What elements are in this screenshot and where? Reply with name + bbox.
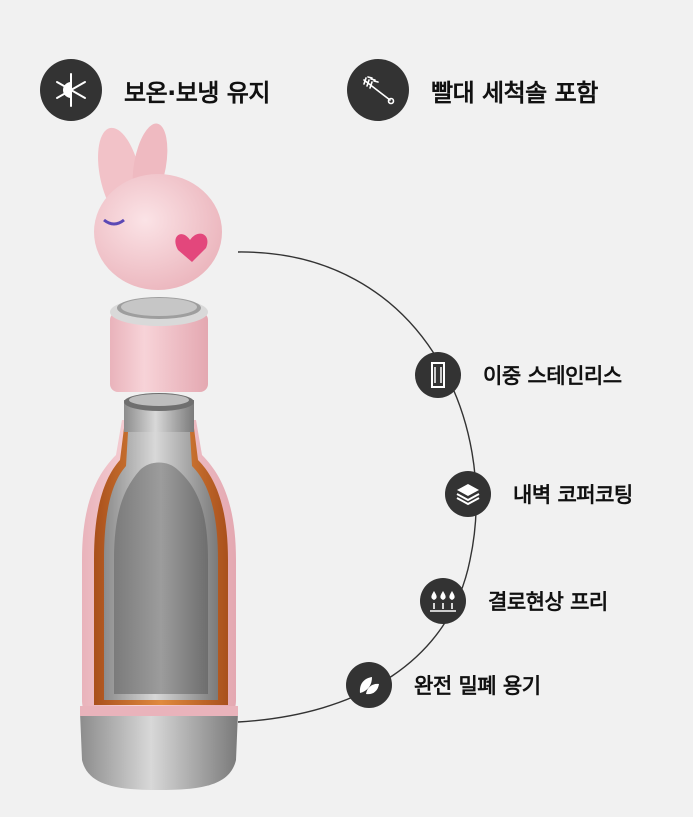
feature-condensation-free: 결로현상 프리 [420, 578, 608, 624]
feature-label: 빨대 세척솔 포함 [431, 78, 598, 107]
feature-label: 완전 밀폐 용기 [414, 674, 541, 698]
bottle-body [80, 393, 238, 790]
feature-copper-coating: 내벽 코퍼코팅 [445, 471, 633, 517]
feature-insulation: 보온·보냉 유지 [40, 59, 270, 121]
snow-sun-icon [40, 59, 102, 121]
leaf-icon [346, 662, 392, 708]
lid-ring [110, 297, 208, 392]
feature-airtight: 완전 밀폐 용기 [346, 662, 541, 708]
connector-line [237, 251, 477, 723]
feature-double-stainless: 이중 스테인리스 [415, 352, 622, 398]
feature-label: 결로현상 프리 [488, 590, 608, 614]
feature-label: 이중 스테인리스 [483, 364, 622, 388]
straw-brush-icon [347, 59, 409, 121]
feature-label: 내벽 코퍼코팅 [513, 483, 633, 507]
feature-straw-brush: 빨대 세척솔 포함 [347, 59, 598, 121]
double-wall-icon [415, 352, 461, 398]
feature-label: 보온·보냉 유지 [124, 78, 270, 107]
droplets-icon [420, 578, 466, 624]
rabbit-cap [94, 123, 222, 290]
layers-icon [445, 471, 491, 517]
